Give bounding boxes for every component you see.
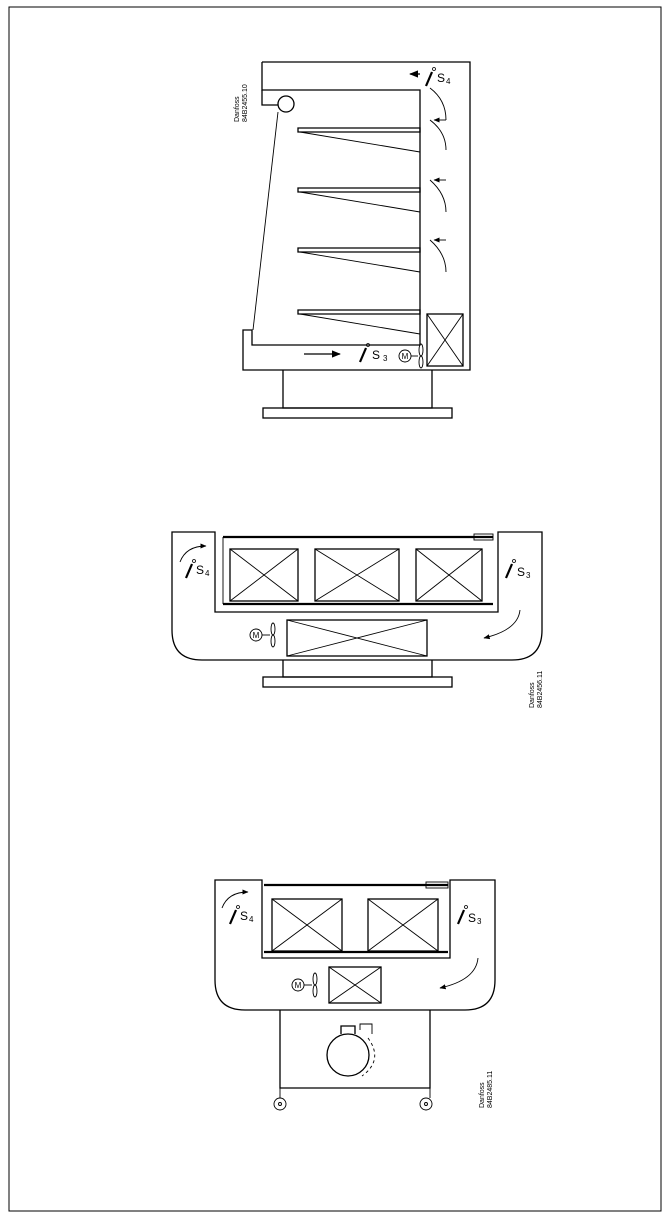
sensor-s4-index: 4 — [249, 915, 254, 924]
air-flow-arrows — [304, 70, 447, 358]
reference-label: Danfoss 84B2455.10 — [234, 84, 249, 122]
reference-label: Danfoss 84B2456.11 — [529, 671, 544, 708]
cabinet-outline — [214, 879, 496, 1011]
sensor-s3-index: 3 — [383, 354, 388, 363]
fan-motor-label: M — [295, 981, 302, 990]
compressor — [326, 1023, 376, 1077]
page-border — [8, 6, 662, 1212]
sensor-s4-index: 4 — [446, 77, 451, 86]
sensor-s3-letter: S — [517, 565, 525, 579]
reference-label: Danfoss 84B2485.11 — [479, 1071, 494, 1108]
sensor-s4: S 4 — [424, 67, 451, 87]
reference-code: 84B2456.11 — [537, 671, 544, 708]
reference-brand: Danfoss — [234, 96, 241, 122]
air-flow-arrows — [221, 889, 479, 990]
cabinet-outline — [171, 531, 543, 661]
fan-motor-label: M — [402, 352, 409, 361]
air-flow-arrows — [179, 543, 521, 640]
fan-motor: M — [398, 343, 424, 369]
base — [262, 370, 453, 419]
sensor-s4-letter: S — [240, 909, 248, 923]
product-boxes — [229, 548, 483, 602]
sensor-s3-letter: S — [468, 911, 476, 925]
fan-motor-label: M — [253, 631, 260, 640]
sensor-s3-index: 3 — [526, 571, 531, 580]
sensor-s4: S 4 — [228, 905, 254, 925]
reference-brand: Danfoss — [479, 1082, 486, 1108]
condensing-unit-base — [273, 1010, 433, 1111]
cabinet-outline — [242, 61, 471, 371]
evaporator-coil — [328, 966, 382, 1004]
reference-code: 84B2455.10 — [242, 84, 249, 122]
sensor-s3-index: 3 — [477, 917, 482, 926]
shelves — [297, 127, 421, 335]
multideck-side-view: M S 4 S 3 Danfoss 84B2455.10 — [234, 61, 471, 419]
sensor-s3-letter: S — [372, 348, 380, 362]
base — [262, 660, 453, 688]
reference-code: 84B2485.11 — [487, 1071, 494, 1108]
sensor-s3: S 3 — [456, 905, 482, 926]
fan-motor: M — [249, 622, 276, 648]
evaporator-coil — [426, 313, 464, 367]
island-case-view: M S 4 S 3 Danfoss 84B2456.11 — [171, 531, 544, 708]
evaporator-coil — [286, 619, 428, 657]
plug-in-case-view: M S 4 S 3 — [214, 879, 496, 1111]
sensor-s4-letter: S — [437, 71, 445, 85]
sensor-s4-index: 4 — [205, 569, 210, 578]
fan-motor: M — [291, 972, 318, 998]
reference-brand: Danfoss — [529, 682, 536, 708]
sensor-s4: S 4 — [184, 559, 210, 579]
sensor-s3: S 3 — [504, 559, 531, 580]
sensor-s4-letter: S — [196, 563, 204, 577]
product-boxes — [271, 898, 439, 952]
sensor-s3: S 3 — [358, 343, 388, 363]
